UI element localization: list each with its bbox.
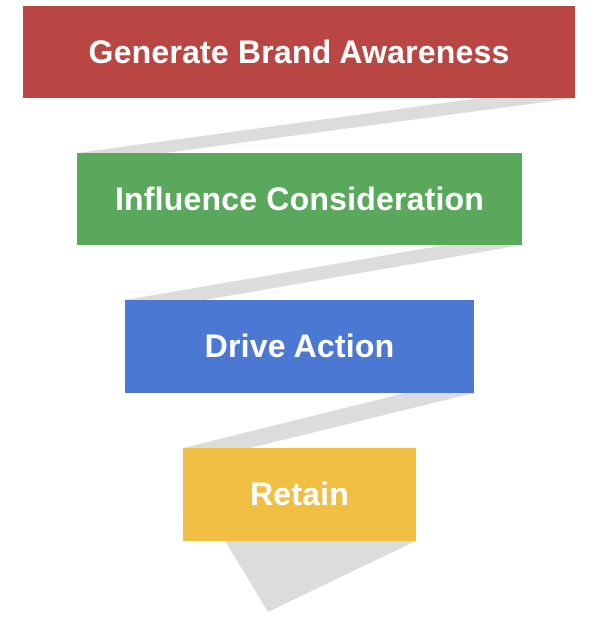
stage-label: Drive Action (204, 328, 395, 364)
stage-retain: Retain (183, 448, 416, 541)
connector-action-to-retain (183, 393, 474, 448)
stage-label: Generate Brand Awareness (88, 33, 510, 70)
connector-retain-tail (225, 541, 416, 612)
connector-consideration-to-action (125, 245, 522, 300)
connector-awareness-to-consideration (77, 98, 575, 153)
stage-drive-action: Drive Action (125, 300, 474, 393)
stage-generate-brand-awareness: Generate Brand Awareness (23, 6, 575, 98)
stage-label: Influence Consideration (114, 180, 485, 217)
stage-influence-consideration: Influence Consideration (77, 153, 522, 245)
stage-label: Retain (250, 476, 349, 512)
